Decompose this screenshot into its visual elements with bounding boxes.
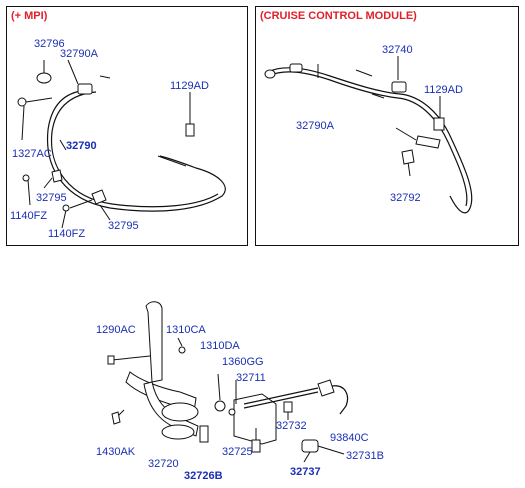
part-label: 1430AK (96, 446, 136, 458)
part-label: 32737 (290, 466, 321, 478)
grommet-icon (36, 72, 52, 84)
part-label: 32731B (346, 450, 384, 462)
part-label: 32720 (148, 458, 179, 470)
part-label: 32740 (382, 44, 413, 56)
cruise-panel-title: (CRUISE CONTROL MODULE) (260, 10, 417, 22)
part-label: 1140FZ (10, 210, 48, 222)
clip-icon (77, 83, 93, 95)
part-label: 1327AC (12, 148, 52, 160)
part-label: 32732 (276, 420, 307, 432)
part-label: 32790A (296, 120, 334, 132)
cruise-drawing (264, 56, 473, 214)
part-label: 1310CA (166, 324, 206, 336)
part-label: 32790 (66, 140, 97, 152)
mpi-panel-title: (+ MPI) (11, 10, 48, 22)
part-label: 1360GG (222, 356, 264, 368)
part-label: 1129AD (170, 80, 209, 92)
part-label: 1140FZ (48, 228, 86, 240)
cruise-control-panel: (CRUISE CONTROL MODULE) (255, 6, 519, 246)
part-label: 1290AC (96, 324, 136, 336)
part-label: 32725 (222, 446, 253, 458)
part-label: 1129AD (424, 84, 463, 96)
part-label: 32796 (34, 38, 65, 50)
mpi-drawing (17, 59, 226, 229)
part-label: 32790A (60, 48, 98, 60)
part-label: 32711 (236, 372, 266, 384)
part-label: 32795 (108, 220, 139, 232)
part-label: 1310DA (200, 340, 240, 352)
part-label: 32792 (390, 192, 421, 204)
part-label: 93840C (330, 432, 369, 444)
part-label: 32795 (36, 192, 67, 204)
part-label: 32726B (184, 470, 223, 482)
pedal-assembly-drawing (107, 301, 349, 463)
